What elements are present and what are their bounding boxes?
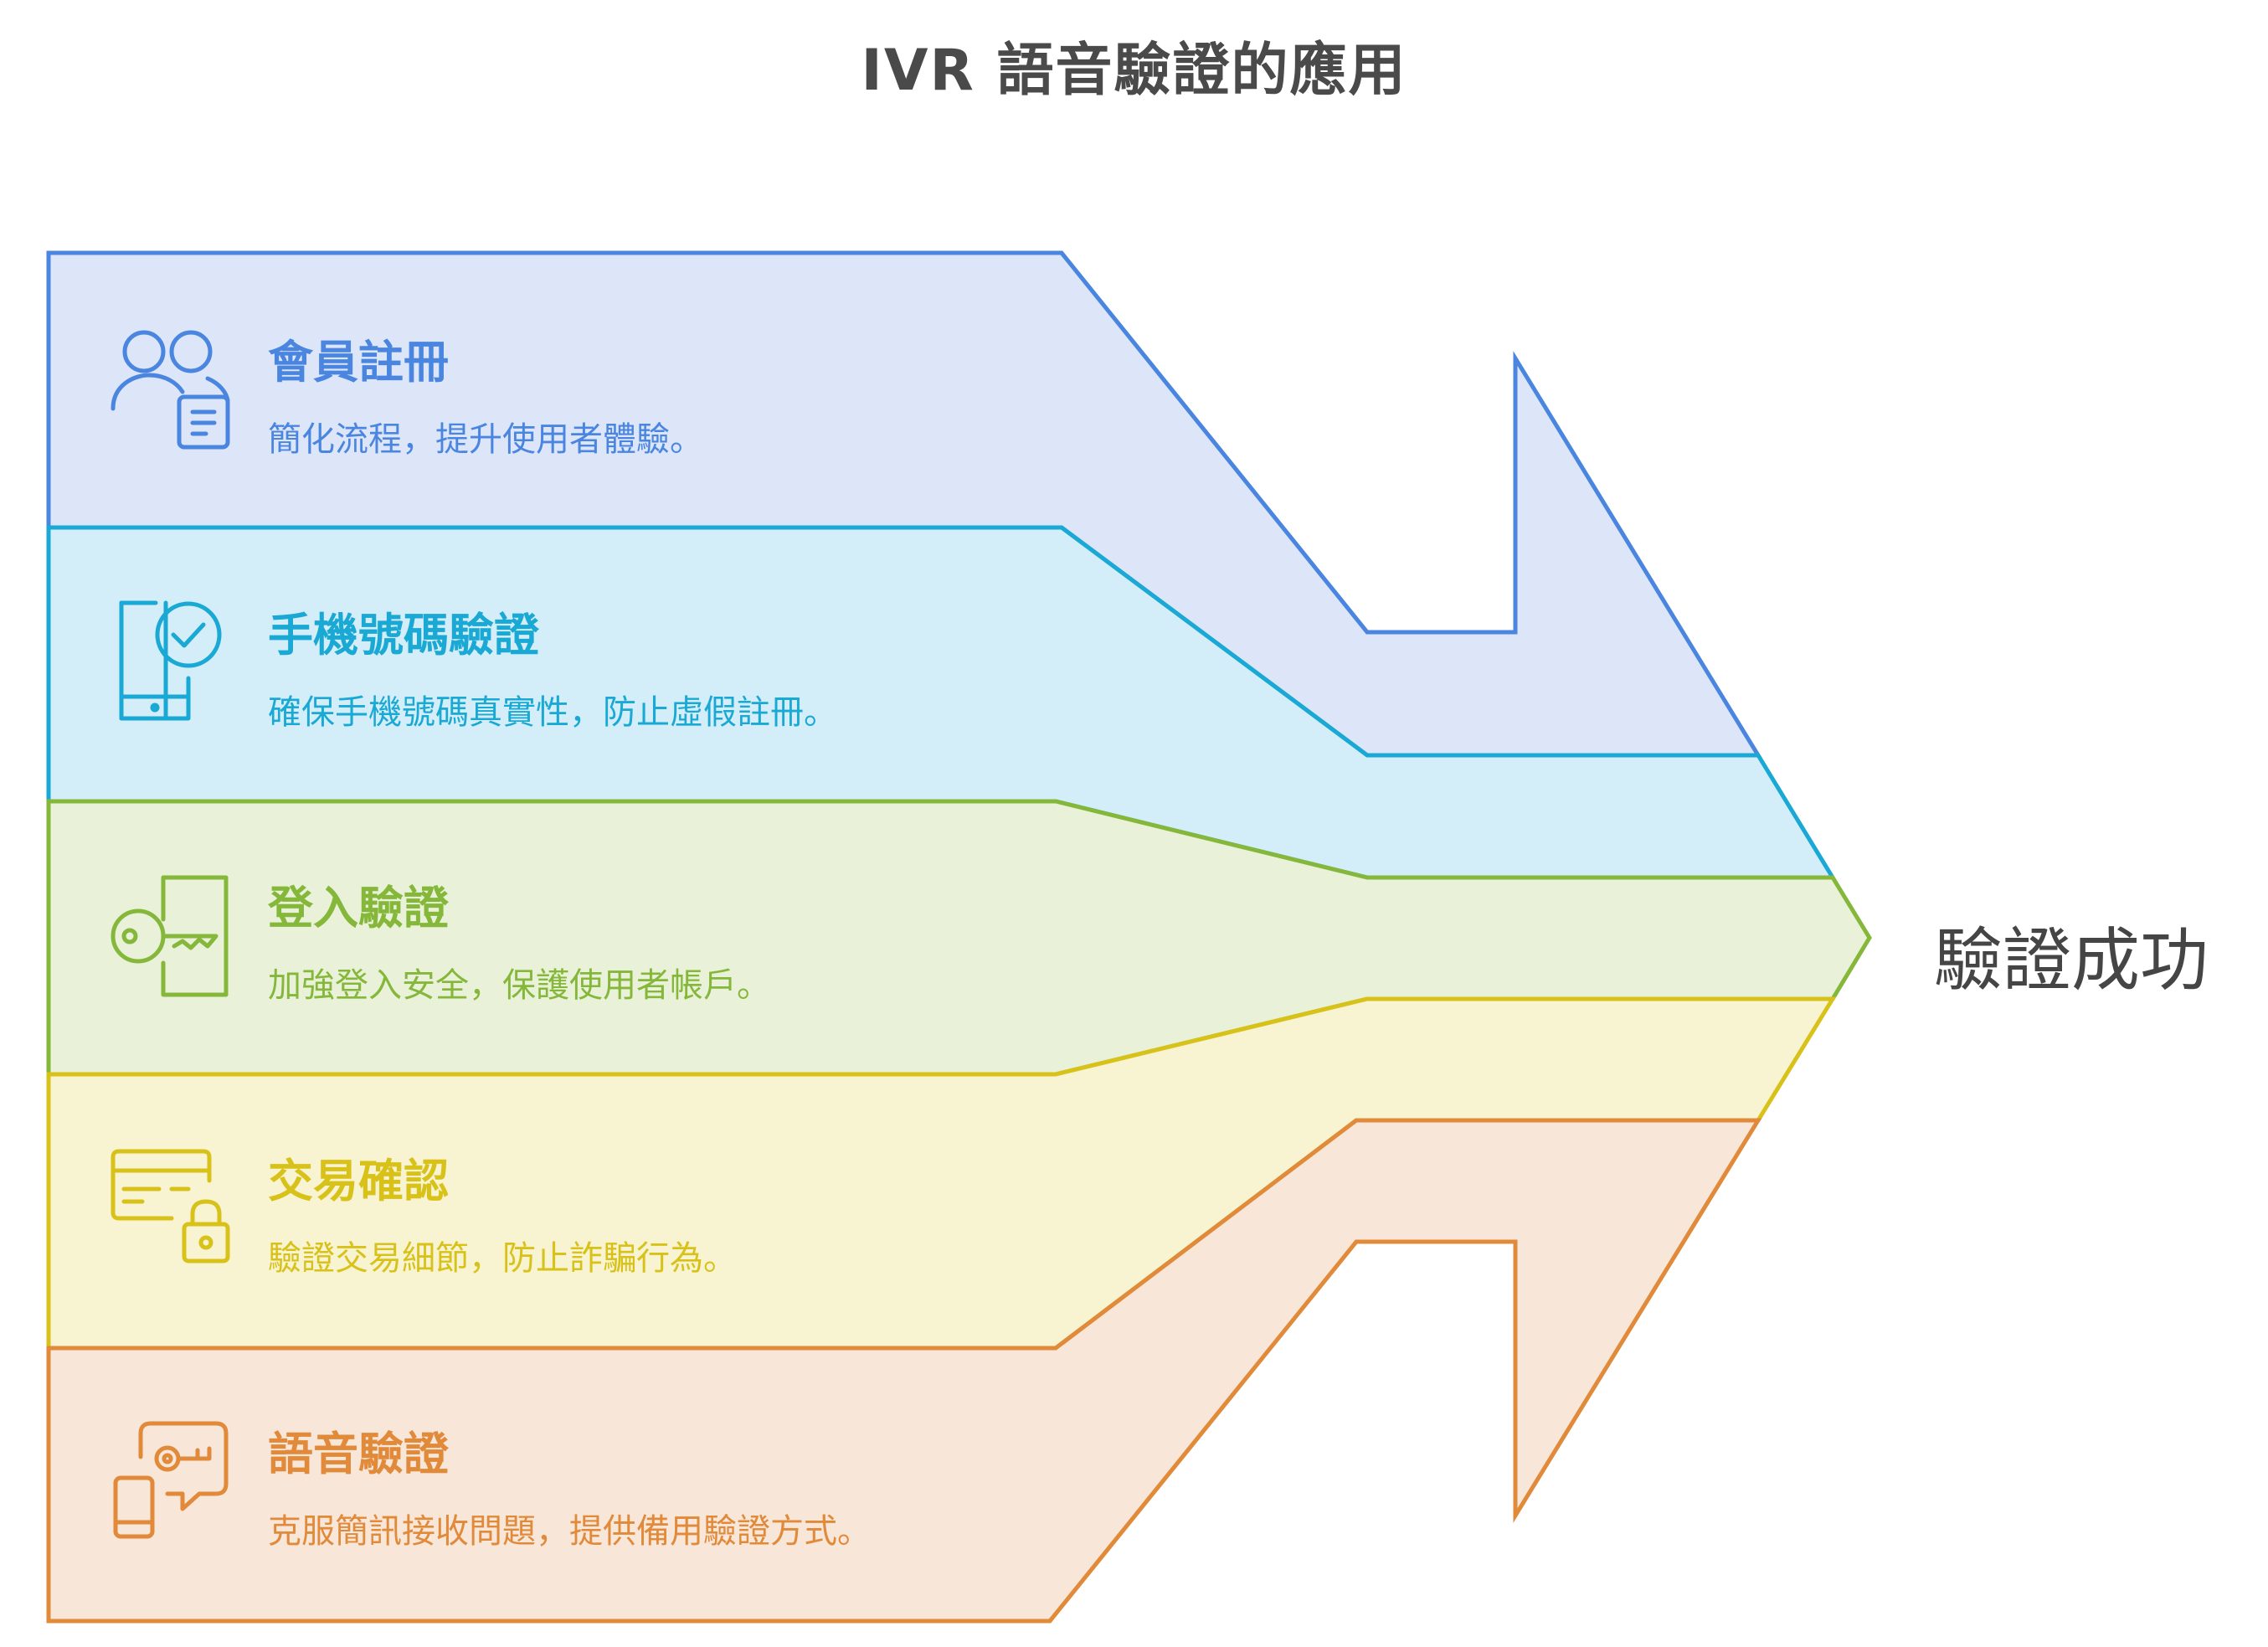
item-title-transaction-confirmation: 交易確認 (268, 1155, 449, 1207)
result-label: 驗證成功 (1934, 921, 2209, 1001)
card-lock-icon (111, 1149, 230, 1264)
item-title-phone-verification: 手機號碼驗證 (268, 609, 539, 661)
users-document-icon (111, 330, 230, 450)
band-voice-verification (46, 1118, 1762, 1624)
phone-check-icon (119, 600, 222, 721)
phone-voice-key-icon (113, 1421, 229, 1539)
item-desc-voice-verification: 克服簡訊接收問題，提供備用驗證方式。 (268, 1512, 871, 1551)
page-title: IVR 語音驗證的應用 (861, 38, 1407, 104)
key-door-icon (111, 875, 229, 997)
item-desc-transaction-confirmation: 驗證交易細節，防止詐騙行為。 (268, 1239, 737, 1278)
item-desc-phone-verification: 確保手機號碼真實性，防止虛假註冊。 (268, 693, 837, 732)
item-desc-member-registration: 簡化流程，提升使用者體驗。 (268, 420, 703, 459)
item-title-voice-verification: 語音驗證 (268, 1428, 449, 1480)
item-desc-login-verification: 加強登入安全，保護使用者帳戶。 (268, 966, 770, 1005)
item-title-member-registration: 會員註冊 (268, 336, 449, 389)
item-title-login-verification: 登入驗證 (268, 882, 449, 934)
